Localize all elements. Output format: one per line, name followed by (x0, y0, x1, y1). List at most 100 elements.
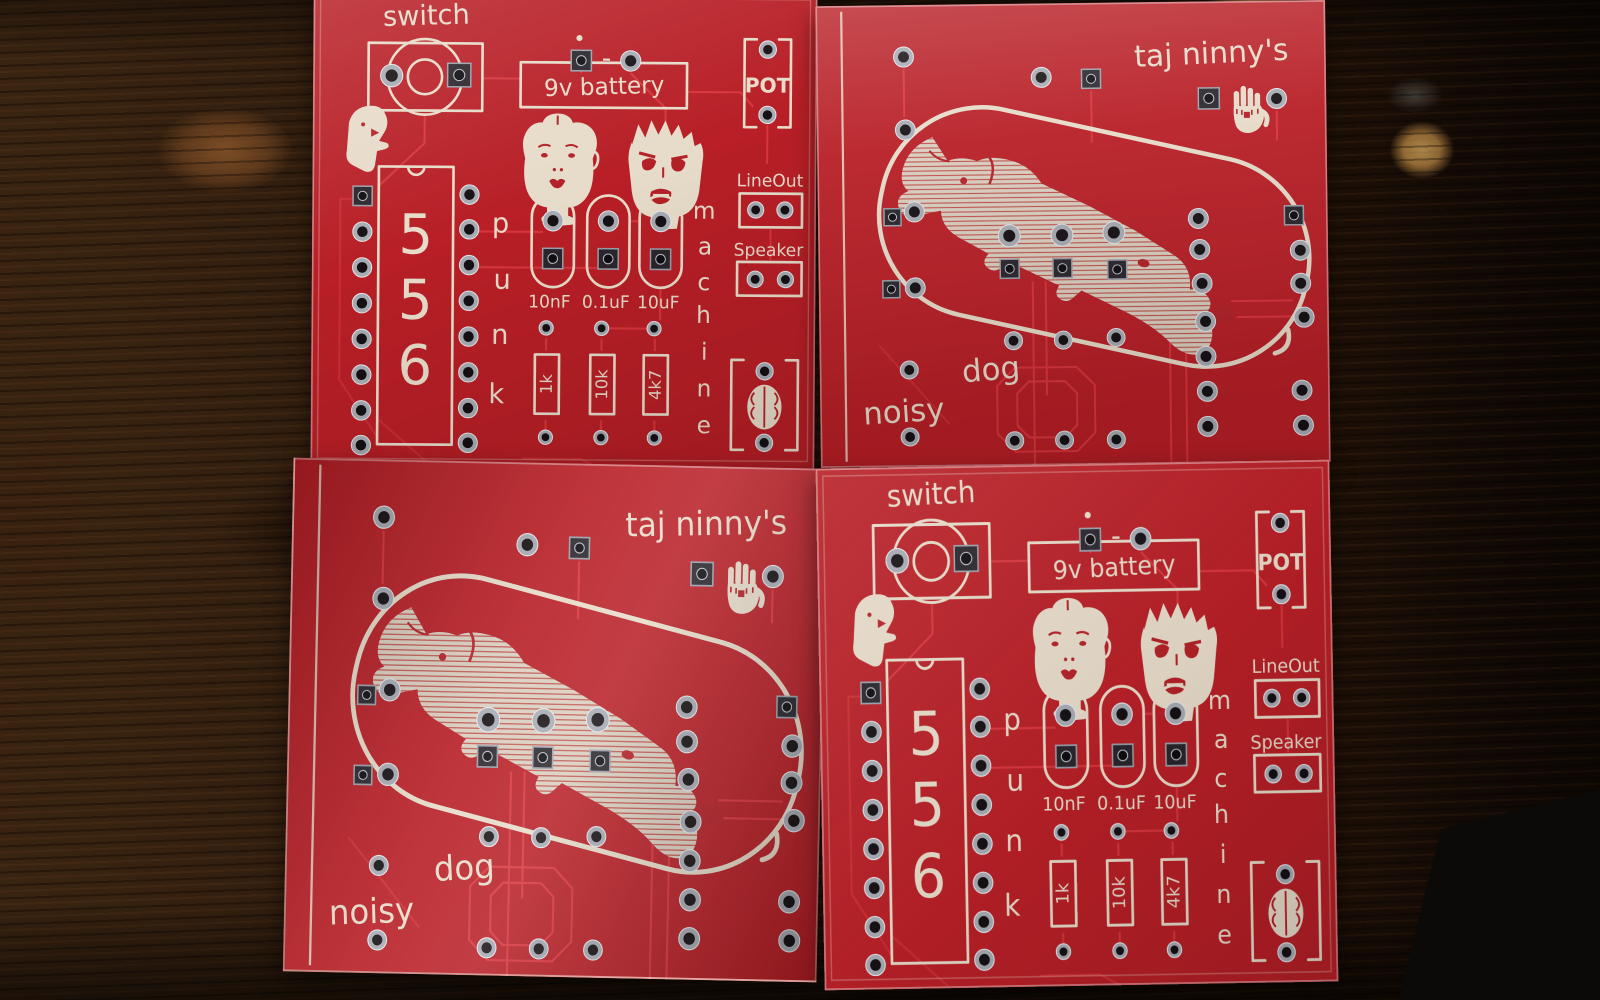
through-hole-pad (594, 320, 610, 336)
profile-face-icon (853, 594, 897, 667)
ic-digit: 5 (908, 698, 945, 769)
through-hole-pad (679, 810, 702, 834)
through-hole-pad (458, 326, 479, 347)
through-hole-pad (761, 564, 784, 589)
capacitor-value: 10nF (528, 292, 571, 312)
through-hole-pad (458, 362, 479, 383)
resistor-value: 10k (1111, 876, 1131, 909)
pcb-back-artwork: taj ninny's dog noisy (282, 457, 828, 983)
board-title: taj ninny's (1133, 33, 1289, 75)
square-solder-pad (1078, 527, 1102, 552)
through-hole-pad (781, 734, 804, 758)
through-hole-pad (1189, 238, 1211, 260)
through-hole-pad (778, 929, 801, 953)
battery-label: 9v battery (1052, 549, 1176, 586)
machine-letter: e (697, 411, 711, 439)
through-hole-pad (457, 397, 479, 419)
through-hole-pad (864, 915, 886, 939)
lineout-footprint (1253, 678, 1321, 719)
board-title: taj ninny's (625, 503, 787, 545)
hand-icon (727, 561, 765, 614)
dog-eye (960, 177, 968, 185)
battery-footprint (1027, 511, 1201, 594)
through-hole-pad (1055, 943, 1072, 961)
pot-footprint (1254, 509, 1307, 610)
punk-face-icon (1032, 597, 1112, 721)
pot-label: POT (1257, 550, 1304, 577)
through-hole-pad (1112, 942, 1128, 960)
through-hole-pad (1293, 306, 1315, 328)
ic-digit: 5 (398, 267, 433, 332)
pcb-front-artwork: switch 9v battery - POT 5 (310, 0, 818, 471)
square-solder-pad (1197, 86, 1221, 110)
through-hole-pad (1272, 584, 1291, 605)
capacitor-footprints (530, 193, 684, 290)
through-hole-pad (780, 771, 803, 795)
pcb-front-artwork: switch 9v battery - POT 5 (815, 459, 1339, 991)
noisy-label: noisy (862, 391, 946, 432)
through-hole-pad (1129, 526, 1152, 551)
noisy-label: noisy (328, 890, 414, 933)
square-solder-pad (1164, 742, 1188, 767)
machine-letter: i (701, 338, 708, 366)
through-hole-pad (476, 706, 501, 733)
through-hole-pad (351, 328, 372, 350)
speaker-footprint (1253, 752, 1323, 794)
square-solder-pad (597, 247, 620, 270)
through-hole-pad (586, 826, 607, 848)
through-hole-pad (776, 270, 794, 289)
through-hole-pad (1291, 379, 1313, 401)
silkscreen-border-line (840, 11, 848, 462)
through-hole-pad (516, 533, 539, 557)
through-hole-pad (1102, 221, 1126, 245)
through-hole-pad (620, 50, 642, 72)
resistor-value: 10k (592, 369, 611, 400)
through-hole-pad (894, 119, 916, 141)
through-hole-pad (758, 105, 777, 125)
through-hole-pad (970, 715, 991, 738)
machine-letter: m (1208, 685, 1232, 716)
square-solder-pad (1052, 257, 1073, 279)
through-hole-pad (974, 948, 995, 971)
square-solder-pad (690, 561, 715, 587)
switch-label: switch (383, 0, 471, 33)
through-hole-pad (755, 362, 774, 381)
square-solder-pad (1080, 68, 1102, 90)
resistor-value: 4k7 (646, 370, 665, 400)
resistor-value: 4k7 (1165, 875, 1185, 908)
through-hole-pad (377, 762, 399, 787)
through-hole-pad (1191, 272, 1213, 294)
square-solder-pad (356, 684, 377, 706)
through-hole-pad (862, 798, 884, 822)
through-hole-pad (1292, 414, 1314, 436)
pcb-substrate (815, 459, 1339, 991)
brain-footprint (1249, 859, 1322, 963)
ic-556-footprint (375, 165, 455, 447)
lineout-label: LineOut (737, 171, 804, 192)
dog-body (372, 607, 698, 859)
through-hole-pad (997, 224, 1021, 248)
through-hole-pad (1163, 822, 1180, 839)
resistor-value: 1k (1054, 883, 1074, 905)
through-hole-pad (973, 910, 995, 934)
pot-label: POT (745, 73, 791, 97)
through-hole-pad (538, 320, 554, 336)
through-hole-pad (861, 720, 882, 744)
punk-letter: u (1006, 763, 1024, 799)
through-hole-pad (893, 46, 914, 68)
square-solder-pad (775, 695, 798, 719)
resistor-value: 1k (537, 374, 556, 395)
profile-face-icon (346, 105, 389, 172)
silkscreen-border (822, 466, 1332, 982)
machine-letter: n (1216, 879, 1232, 909)
through-hole-pad (903, 201, 925, 223)
square-solder-pad (476, 744, 499, 769)
through-hole-pad (1187, 207, 1209, 229)
through-hole-pad (1053, 330, 1073, 350)
square-solder-pad (999, 258, 1021, 280)
through-hole-pad (1195, 310, 1217, 332)
lineout-footprint (738, 192, 804, 229)
through-hole-pad (368, 854, 389, 876)
through-hole-pad (972, 832, 993, 855)
through-hole-pad (650, 210, 672, 233)
